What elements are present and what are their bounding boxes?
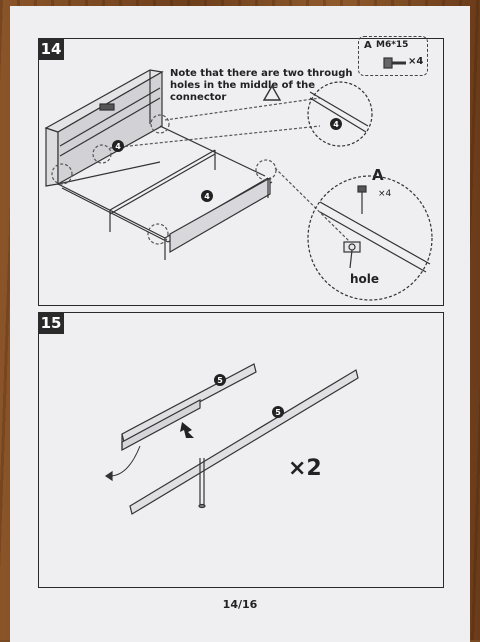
step-15-number: 15 [38, 312, 64, 334]
callout-badge [214, 374, 226, 386]
headboard-drawing [44, 69, 164, 187]
connector-highlights [51, 97, 351, 245]
warning-icon [262, 84, 282, 101]
step-15-rails-drawing [104, 363, 359, 515]
direction-arrow-icon [180, 422, 194, 438]
step-14-note: Note that there are two through holes in… [170, 68, 353, 103]
step-14-number: 14 [38, 38, 64, 60]
connector-zoom-drawing [307, 81, 373, 147]
part-code: M6*15 [376, 40, 409, 50]
callout-badge [330, 118, 342, 130]
hole-detail-drawing [307, 175, 433, 301]
instruction-sheet: 14 Note that there are two through holes… [10, 6, 470, 642]
detail-quantity: ×4 [378, 189, 392, 199]
callout-badge [201, 190, 213, 202]
callout-label: 4 [204, 192, 210, 201]
callout-label: 5 [217, 376, 223, 385]
detail-part-letter: A [372, 166, 384, 184]
hardware-parts-box [358, 36, 428, 76]
step-14-panel [38, 38, 444, 306]
assembly-illustrations: 4 4 4 5 5 [44, 57, 433, 515]
callout-badge [112, 140, 124, 152]
callout-label: 4 [115, 142, 121, 151]
quantity-multiplier: ×2 [288, 456, 322, 481]
page-number: 14/16 [222, 598, 258, 611]
callout-badge [272, 406, 284, 418]
part-letter: A [364, 40, 372, 51]
callout-label: 4 [333, 120, 339, 129]
callout-label: 5 [275, 408, 281, 417]
step-15-panel [38, 312, 444, 588]
hole-label: hole [350, 272, 380, 286]
side-rails-drawing [57, 125, 273, 260]
screw-icon [383, 57, 406, 69]
part-quantity: ×4 [408, 56, 424, 67]
